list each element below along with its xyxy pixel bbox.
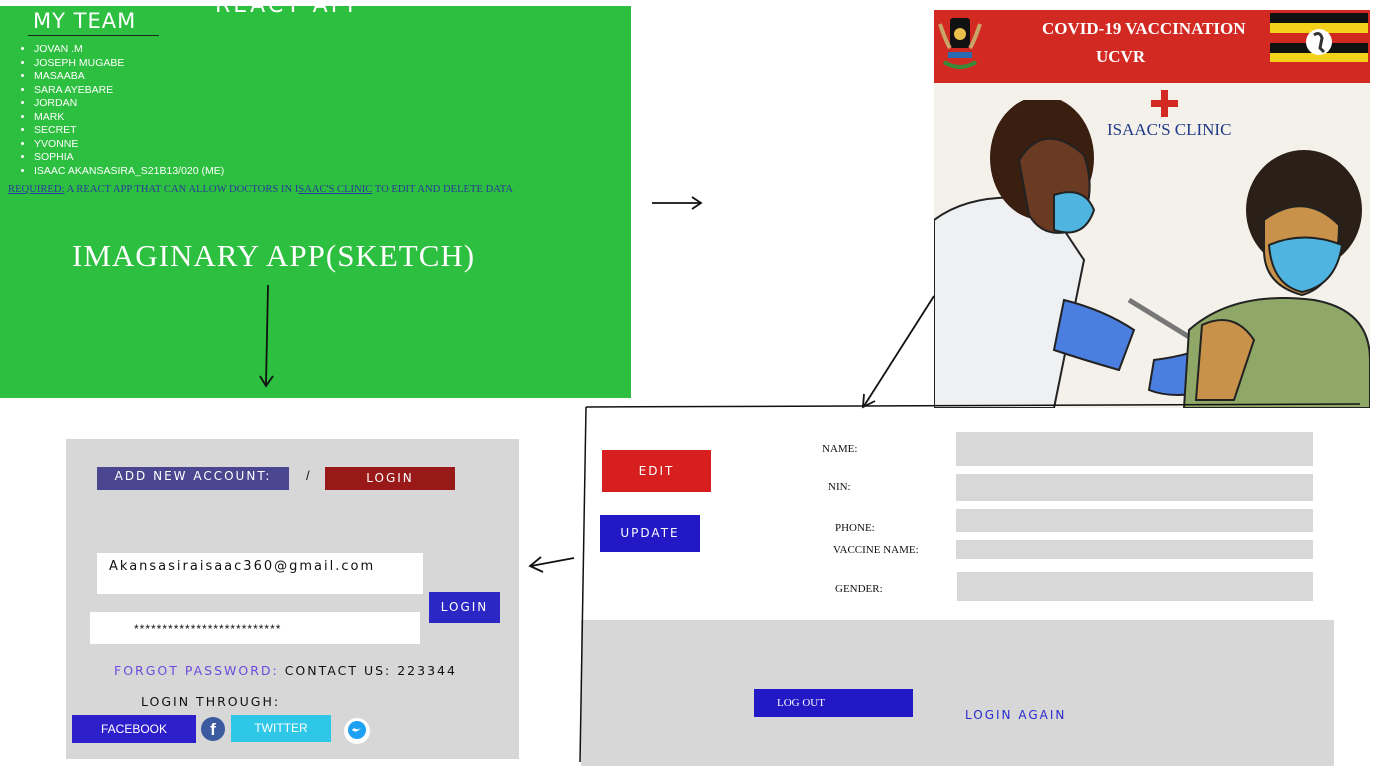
uganda-flag-icon	[1270, 13, 1368, 71]
clinic-name: ISAAC'S CLINIC	[1107, 120, 1232, 139]
vaccination-illustration	[934, 100, 1370, 408]
member-list: JOVAN .M JOSEPH MUGABE MASAABA SARA AYEB…	[22, 43, 224, 178]
member-item: SOPHIA	[34, 151, 224, 165]
member-item: JORDAN	[34, 97, 224, 111]
logout-panel	[581, 620, 1334, 766]
password-field[interactable]: **************************	[90, 612, 420, 644]
logout-button[interactable]: LOG OUT	[754, 689, 913, 717]
sketch-title: IMAGINARY APP(SKETCH)	[72, 238, 476, 273]
login-button[interactable]: LOGIN	[429, 592, 500, 623]
twitter-login-button[interactable]: TWITTER	[231, 715, 331, 742]
poster-title: COVID-19 VACCINATION	[1042, 19, 1246, 38]
arrow-diagonal-icon	[861, 295, 935, 409]
twitter-bird-icon	[348, 721, 366, 739]
requirement-text: REQUIRED: A REACT APP THAT CAN ALLOW DOC…	[8, 184, 513, 195]
gender-label: GENDER:	[835, 583, 883, 595]
member-item: SECRET	[34, 124, 224, 138]
poster-subtitle: UCVR	[1096, 47, 1146, 66]
required-text-1: A REACT APP THAT CAN ALLOW DOCTORS IN I	[64, 184, 299, 195]
member-item: SARA AYEBARE	[34, 84, 224, 98]
forgot-password-link[interactable]: FORGOT PASSWORD:	[114, 663, 279, 678]
cutoff-heading: REACT APP	[215, 6, 363, 18]
login-tab-button[interactable]: LOGIN	[325, 467, 455, 490]
name-input[interactable]	[956, 432, 1313, 466]
vaccination-poster: COVID-19 VACCINATION UCVR ISAAC'S CLINIC	[934, 10, 1370, 408]
vaccine-name-label: VACCINE NAME:	[833, 544, 919, 556]
forgot-contact-line: FORGOT PASSWORD: CONTACT US: 223344	[114, 663, 457, 678]
required-label: REQUIRED:	[8, 184, 65, 195]
separator: /	[306, 468, 310, 483]
member-item: JOSEPH MUGABE	[34, 57, 224, 71]
add-account-button[interactable]: ADD NEW ACCOUNT:	[97, 467, 289, 490]
phone-label: PHONE:	[835, 522, 875, 534]
gender-input[interactable]	[957, 572, 1313, 601]
red-cross-icon	[1151, 90, 1178, 117]
coat-of-arms-icon	[938, 18, 982, 69]
login-again-link[interactable]: LOGIN AGAIN	[965, 708, 1067, 722]
login-through-label: LOGIN THROUGH:	[141, 694, 281, 709]
title-underline	[28, 35, 159, 36]
vaccine-name-input[interactable]	[956, 540, 1313, 559]
arrow-left-icon	[528, 556, 575, 573]
email-field[interactable]: Akansasiraisaac360@gmail.com	[97, 553, 423, 594]
member-item: JOVAN .M	[34, 43, 224, 57]
member-item: ISAAC AKANSASIRA_S21B13/020 (ME)	[34, 165, 224, 179]
name-label: NAME:	[822, 443, 858, 455]
facebook-icon[interactable]: f	[201, 717, 225, 741]
arrow-right-icon	[652, 196, 703, 210]
member-item: YVONNE	[34, 138, 224, 152]
required-clinic: SAAC'S CLINIC	[298, 184, 373, 195]
edit-button[interactable]: EDIT	[602, 450, 711, 492]
twitter-icon[interactable]	[344, 718, 370, 744]
required-text-2: TO EDIT AND DELETE DATA	[372, 184, 514, 195]
team-title: MY TEAM	[33, 9, 137, 33]
nin-label: NIN:	[828, 481, 851, 493]
member-item: MARK	[34, 111, 224, 125]
nin-input[interactable]	[956, 474, 1313, 501]
team-panel: REACT APP MY TEAM JOVAN .M JOSEPH MUGABE…	[0, 6, 631, 398]
member-item: MASAABA	[34, 70, 224, 84]
phone-input[interactable]	[956, 509, 1313, 532]
update-button[interactable]: UPDATE	[600, 515, 700, 552]
facebook-login-button[interactable]: FACEBOOK	[72, 715, 196, 743]
contact-text: CONTACT US: 223344	[278, 663, 457, 678]
